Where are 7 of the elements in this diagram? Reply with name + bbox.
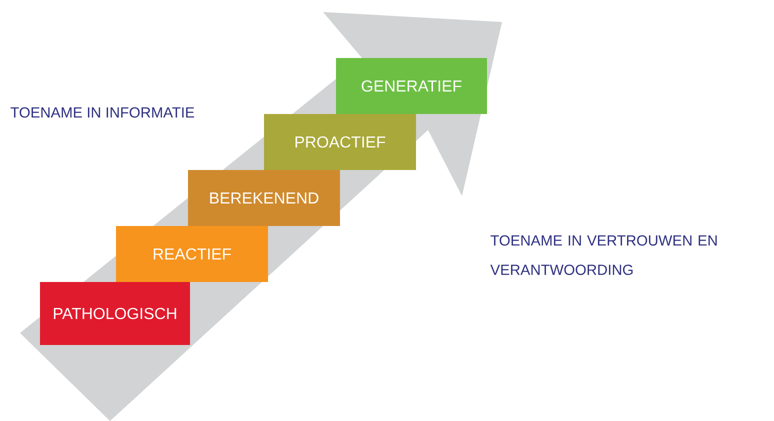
step-box: PATHOLOGISCH xyxy=(40,282,190,345)
step-box: BEREKENEND xyxy=(188,170,340,226)
axis-label: TOENAME IN INFORMATIE xyxy=(10,107,194,118)
axis-label: TOENAME IN VERTROUWEN EN VERANTWOORDING xyxy=(490,235,717,275)
step-box: PROACTIEF xyxy=(264,114,416,170)
step-box: REACTIEF xyxy=(116,226,268,282)
step-box: GENERATIEF xyxy=(336,58,487,114)
